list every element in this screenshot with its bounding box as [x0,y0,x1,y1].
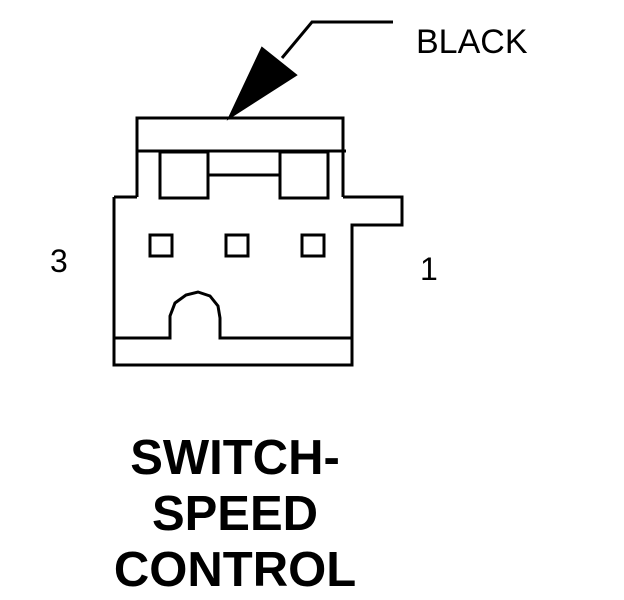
pin-cavity-3 [148,233,174,258]
component-title-line-2: SPEED [151,487,319,541]
latch-window-right [278,150,330,200]
pin-cavity-1 [300,233,326,258]
arrow-head [226,46,298,121]
keying-notch [114,290,352,340]
latch-window-left [158,150,210,200]
pin-number-3-label: 3 [50,243,68,279]
wire-color-label: BLACK [416,23,528,61]
connector-top-cap [135,116,345,197]
component-title-line-3: CONTROL [113,543,357,597]
pin-number-1-label: 1 [420,251,438,287]
leader-line [280,20,393,59]
component-title-line-1: SWITCH- [130,431,340,485]
connector-body [112,195,404,367]
pin-cavity-2 [224,233,250,258]
